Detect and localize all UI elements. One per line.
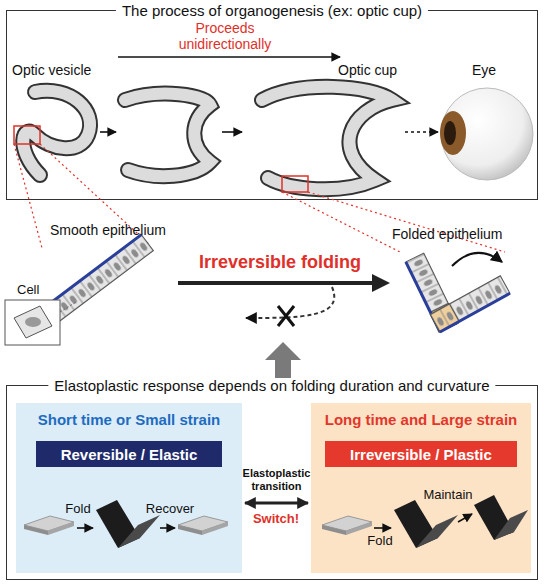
basal-membrane <box>36 235 141 314</box>
condition-panel: Irreversible / Plastic Long time and Larg… <box>311 403 531 573</box>
dashed-arrow <box>405 131 438 133</box>
text-label: Fold <box>58 502 98 517</box>
step-arrow <box>100 131 116 133</box>
text-label: Irreversible folding <box>170 252 390 273</box>
text-label: Fold <box>360 534 400 549</box>
cell-strip <box>36 235 153 330</box>
node-text: The process of organogenesis (ex: optic … <box>116 2 428 19</box>
fold-cells <box>430 304 459 332</box>
inset-leader <box>60 302 76 312</box>
process-arrow <box>118 56 340 58</box>
tissue-shape <box>23 91 90 175</box>
zoom-leader <box>14 144 42 248</box>
text-label: Switch! <box>245 512 307 527</box>
reverse-arrow <box>246 287 334 318</box>
step-arrow <box>222 131 242 133</box>
tissue-outline <box>262 87 392 189</box>
zoom-leader <box>308 192 505 252</box>
smooth-epithelium <box>36 235 153 330</box>
zoom-leader <box>282 192 400 252</box>
tissue-shape <box>262 87 392 189</box>
text-label: Optic cup <box>338 62 418 78</box>
text-label: Proceeds unidirectionally <box>165 20 285 52</box>
inset-box <box>5 300 60 345</box>
text-label: Optic vesicle <box>12 62 112 78</box>
basal-membrane <box>440 293 510 332</box>
zoom-box <box>14 126 40 144</box>
node-text: Elastoplastic response depends on foldin… <box>48 377 495 394</box>
cross-mark <box>278 306 294 326</box>
inset-nucleus <box>25 317 41 327</box>
folded-arm <box>430 276 510 332</box>
cell-strip <box>430 276 510 332</box>
folding-arrow <box>178 281 374 285</box>
tissue-outline <box>125 94 210 176</box>
node-text: Irreversible / Plastic <box>350 446 492 463</box>
node-text: Long time and Large strain <box>311 411 531 428</box>
inset-cell <box>14 306 52 338</box>
fold-arrow <box>452 253 502 266</box>
basal-membrane <box>406 262 440 332</box>
fold-cells <box>430 303 458 332</box>
tissue-outline <box>23 91 90 175</box>
tissue-shape <box>125 94 210 176</box>
response-tag: Irreversible / Plastic <box>325 441 517 467</box>
eye-iris <box>440 111 466 155</box>
response-tag: Reversible / Elastic <box>36 441 222 467</box>
eye-pupil <box>444 121 456 145</box>
transition-arrow <box>245 502 308 505</box>
node-text: Short time or Small strain <box>16 411 242 428</box>
zoom-box <box>282 176 308 192</box>
eye-ball <box>441 88 533 180</box>
text-label: Maintain <box>420 488 476 503</box>
text-label: Folded epithelium <box>392 226 532 242</box>
node-text: Reversible / Elastic <box>61 446 198 463</box>
condition-panel: Reversible / Elastic Short time or Small … <box>16 403 242 573</box>
cell-strip <box>406 253 458 332</box>
text-label: Cell <box>17 283 57 298</box>
text-label: Eye <box>472 62 512 78</box>
block-arrow <box>265 342 301 378</box>
section-frame: The process of organogenesis (ex: optic … <box>6 10 538 200</box>
text-label: Recover <box>140 502 200 517</box>
edge-label: Elastoplastic transition <box>239 467 315 492</box>
folding-arrow-head <box>372 274 390 292</box>
text-label: Smooth epithelium <box>50 222 190 238</box>
folded-arm <box>406 253 458 332</box>
cross-mark <box>278 306 294 326</box>
